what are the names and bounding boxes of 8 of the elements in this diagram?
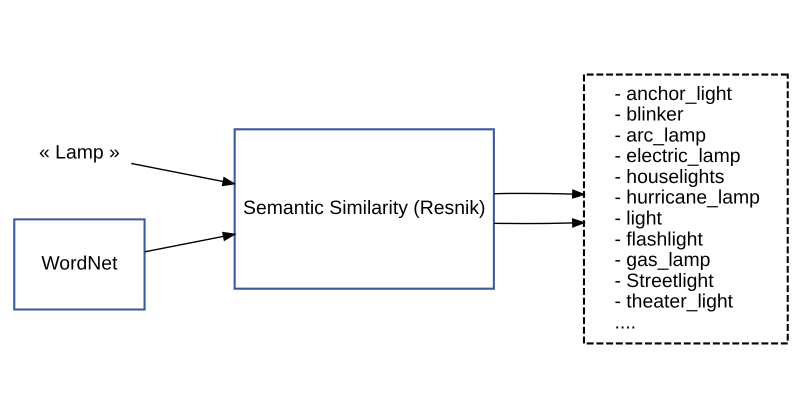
node-box: - anchor_light - blinker - arc_lamp - electric_lamp - houselights - hurricane_lamp - light - flashlight - gas_lamp - Streetlight - theater_light .... bbox=[582, 74, 789, 344]
arrow bbox=[131, 162, 236, 186]
arrow bbox=[494, 189, 586, 199]
node-box: WordNet bbox=[13, 218, 146, 311]
node-box: Semantic Similarity (Resnik) bbox=[234, 128, 495, 290]
arrow bbox=[144, 232, 237, 253]
node-text: « Lamp » bbox=[38, 142, 120, 164]
arrow bbox=[494, 218, 586, 228]
